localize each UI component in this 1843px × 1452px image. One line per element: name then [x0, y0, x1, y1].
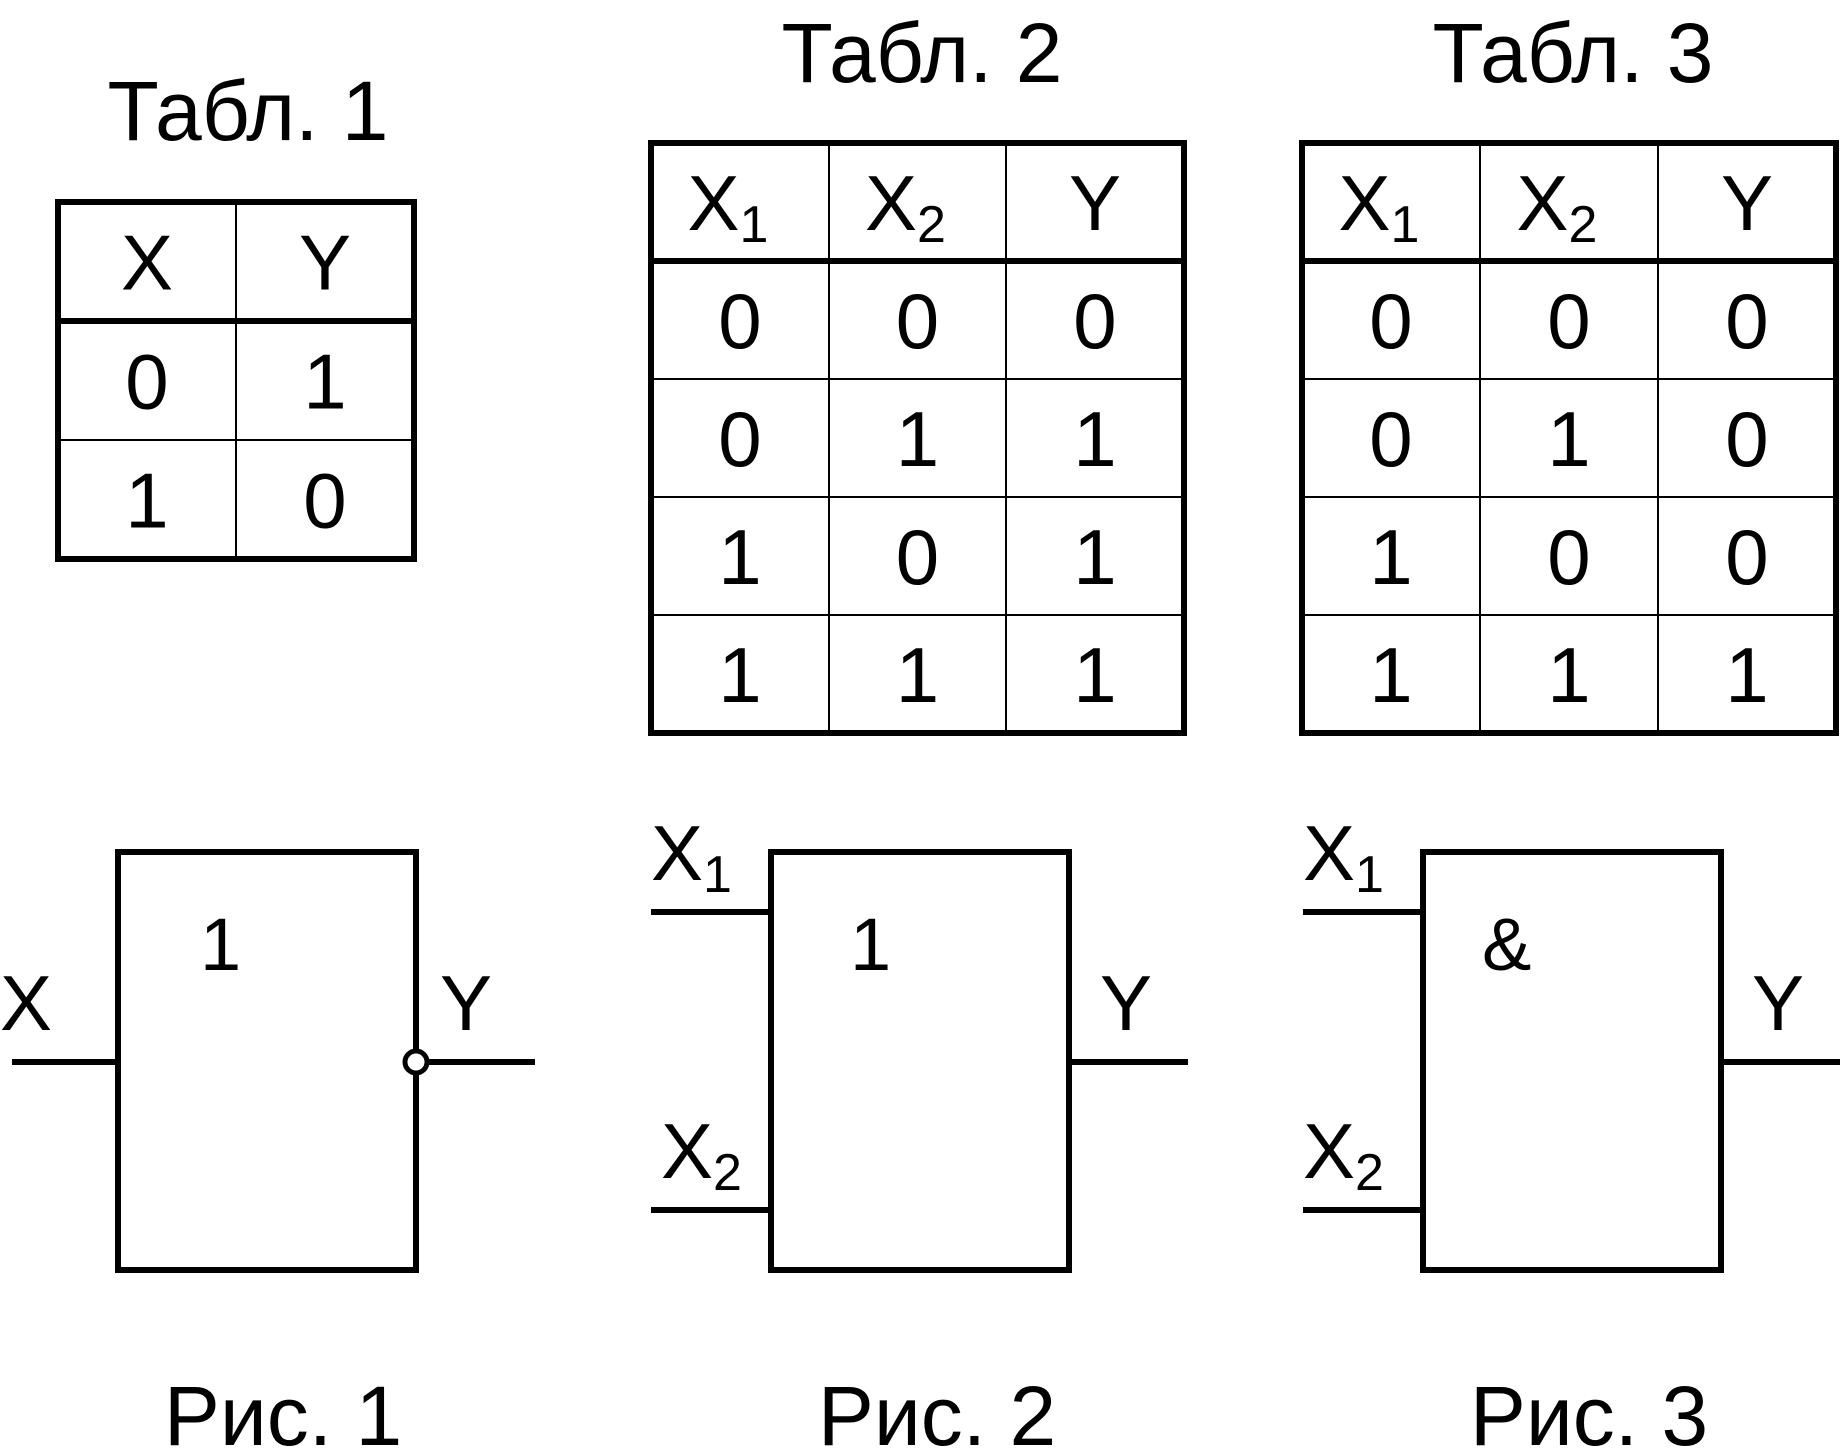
table-cell: 1 [718, 631, 761, 719]
table-cell: 0 [125, 338, 168, 426]
header-subscript: 1 [1391, 196, 1420, 254]
table-cell: 0 [1073, 277, 1116, 365]
table-cell: 0 [896, 277, 939, 365]
table-header-cell: Y [299, 219, 351, 307]
header-variable: X [688, 159, 740, 247]
header-variable: X [1339, 159, 1391, 247]
table-cell: 0 [1725, 513, 1768, 601]
truth-table-1: Табл. 1 X Y 0 1 1 0 [55, 64, 417, 562]
gate-body [768, 849, 1072, 1273]
table-cell: 0 [896, 513, 939, 601]
header-subscript: 1 [740, 196, 769, 254]
input-variable: X [661, 1107, 713, 1195]
table-header-cell: X2 [1517, 159, 1598, 254]
input-variable: X [1303, 1107, 1355, 1195]
table-cell: 1 [1369, 631, 1412, 719]
table-border [55, 199, 417, 562]
header-variable: X [865, 159, 917, 247]
input-label: X [0, 959, 52, 1047]
output-label: Y [440, 959, 492, 1047]
gate-function-symbol: & [1482, 903, 1531, 986]
gate-body [115, 849, 419, 1273]
table-cell: 1 [1547, 631, 1590, 719]
table-border [648, 140, 1187, 736]
output-label: Y [1100, 959, 1152, 1047]
input-subscript: 2 [1355, 1144, 1384, 1202]
table-cell: 1 [1073, 513, 1116, 601]
table-header-cell: X [121, 219, 173, 307]
header-variable: X [121, 219, 173, 307]
table-title: Табл. 1 [108, 64, 389, 158]
figure-caption: Рис. 3 [1470, 1369, 1708, 1452]
header-variable: Y [1069, 159, 1121, 247]
table-title: Табл. 3 [1433, 6, 1714, 100]
table-cell: 0 [1725, 277, 1768, 365]
output-label: Y [1752, 959, 1804, 1047]
header-variable: Y [299, 219, 351, 307]
input-label: X1 [651, 809, 732, 904]
table-header-cell: X1 [1339, 159, 1420, 254]
table-cell: 0 [1547, 513, 1590, 601]
table-cell: 0 [1547, 277, 1590, 365]
input-subscript: 1 [1355, 846, 1384, 904]
input-label: X2 [1303, 1107, 1384, 1202]
gate-function-symbol: 1 [850, 903, 891, 986]
input-label: X2 [661, 1107, 742, 1202]
header-subscript: 2 [917, 196, 946, 254]
gate-body [1420, 849, 1724, 1273]
table-cell: 1 [1547, 395, 1590, 483]
input-subscript: 1 [703, 846, 732, 904]
header-variable: Y [1721, 159, 1773, 247]
input-variable: X [651, 809, 703, 897]
table-cell: 1 [896, 395, 939, 483]
input-variable: X [0, 959, 52, 1047]
table-cell: 1 [1725, 631, 1768, 719]
table-header-cell: X2 [865, 159, 946, 254]
inversion-bubble [402, 1048, 430, 1076]
table-cell: 1 [1073, 631, 1116, 719]
table-header-cell: X1 [688, 159, 769, 254]
table-cell: 0 [1725, 395, 1768, 483]
table-title: Табл. 2 [782, 6, 1063, 100]
table-cell: 1 [125, 457, 168, 545]
table-cell: 0 [1369, 395, 1412, 483]
logic-gate-figure-1: 1X Y Рис. 1 [0, 849, 535, 1452]
table-cell: 0 [718, 395, 761, 483]
table-cell: 0 [718, 277, 761, 365]
table-cell: 1 [1073, 395, 1116, 483]
table-cell: 1 [896, 631, 939, 719]
table-border [1299, 140, 1839, 736]
table-cell: 1 [1369, 513, 1412, 601]
header-variable: X [1517, 159, 1569, 247]
figure-caption: Рис. 2 [818, 1369, 1056, 1452]
table-cell: 1 [303, 338, 346, 426]
table-cell: 0 [1369, 277, 1412, 365]
input-label: X1 [1303, 809, 1384, 904]
header-subscript: 2 [1569, 196, 1598, 254]
input-subscript: 2 [713, 1144, 742, 1202]
gate-function-symbol: 1 [200, 903, 241, 986]
table-cell: 0 [303, 457, 346, 545]
input-variable: X [1303, 809, 1355, 897]
table-header-cell: Y [1069, 159, 1121, 247]
table-cell: 1 [718, 513, 761, 601]
table-header-cell: Y [1721, 159, 1773, 247]
figure-caption: Рис. 1 [164, 1369, 402, 1452]
